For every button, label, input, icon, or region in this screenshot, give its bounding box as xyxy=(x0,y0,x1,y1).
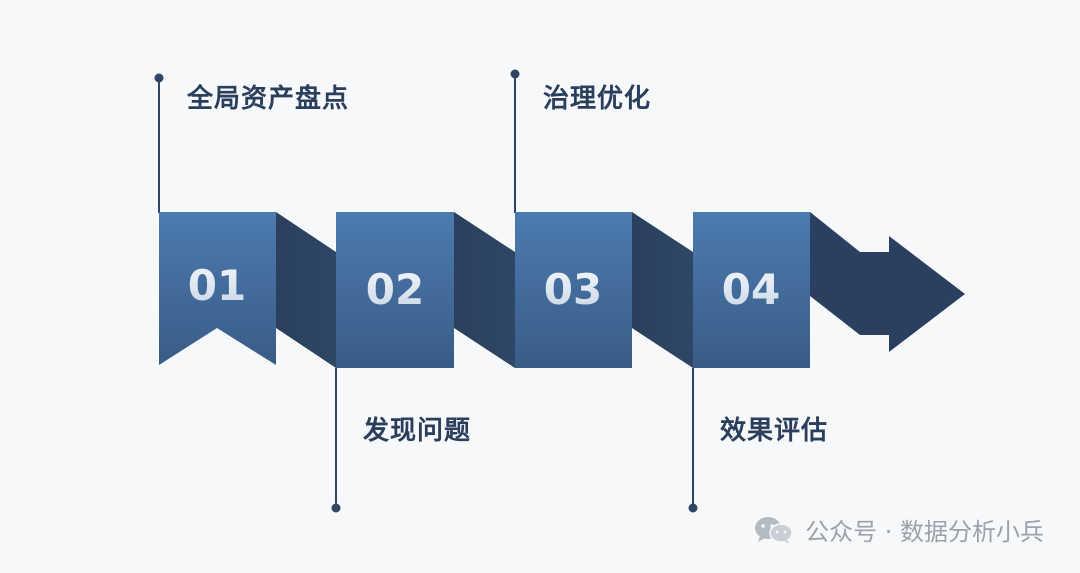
step-number-1: 01 xyxy=(188,261,246,310)
step-number-3: 03 xyxy=(544,265,602,314)
step-label-1: 全局资产盘点 xyxy=(187,84,350,114)
step-block-2 xyxy=(336,212,454,368)
step-label-3: 治理优化 xyxy=(543,84,652,114)
end-arrow xyxy=(810,212,965,352)
step-label-2: 发现问题 xyxy=(363,416,472,446)
connector-dot-4 xyxy=(688,503,698,513)
step-number-4: 04 xyxy=(722,265,780,314)
connector-dot-1 xyxy=(154,73,164,83)
connector-dot-2 xyxy=(331,503,341,513)
connector-dot-3 xyxy=(510,69,520,79)
step-number-2: 02 xyxy=(366,265,424,314)
fold-segment-1 xyxy=(276,212,336,368)
watermark-text: 公众号 · 数据分析小兵 xyxy=(805,518,1044,546)
step-block-4 xyxy=(693,212,810,368)
fold-segment-2 xyxy=(454,212,515,368)
step-block-3 xyxy=(515,212,632,368)
wechat-icon xyxy=(755,516,793,544)
step-block-1 xyxy=(159,212,276,365)
step-label-4: 效果评估 xyxy=(720,416,829,446)
fold-segment-3 xyxy=(632,212,693,368)
watermark: 公众号 · 数据分析小兵 xyxy=(753,512,1044,547)
